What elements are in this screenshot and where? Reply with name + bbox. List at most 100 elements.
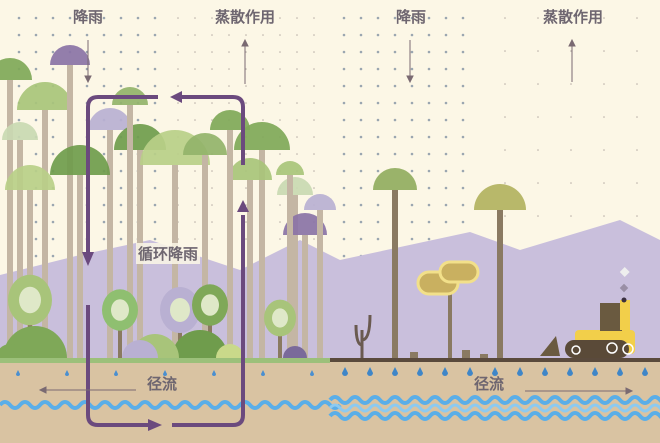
- rain-drop: [359, 33, 363, 37]
- shrub: [216, 344, 244, 358]
- rain-drop: [136, 50, 140, 54]
- rain-drop: [444, 50, 448, 54]
- rain-drop: [570, 149, 572, 151]
- rain-drop: [194, 204, 196, 206]
- tree-trunk: [287, 175, 293, 360]
- rain-drop: [393, 152, 397, 156]
- rain-drop: [313, 153, 315, 155]
- rain-drop: [376, 220, 380, 224]
- rain-drop: [102, 16, 106, 20]
- rain-drop: [102, 33, 106, 37]
- ground-drop: [517, 367, 523, 376]
- rain-drop: [51, 203, 55, 207]
- rain-drop: [504, 182, 506, 184]
- forest-runoff-label: 径流: [146, 375, 178, 393]
- rain-drop: [359, 169, 363, 173]
- rain-drop: [393, 67, 397, 71]
- rain-drop: [279, 238, 281, 240]
- up-arrow-icon: [241, 38, 249, 84]
- rain-drop: [102, 67, 106, 71]
- rain-drop: [102, 50, 106, 54]
- rain-drop: [194, 170, 196, 172]
- rain-drop: [342, 152, 346, 156]
- tree-trunk: [317, 210, 323, 360]
- ground-drop: [342, 367, 348, 376]
- rain-drop: [359, 50, 363, 54]
- rain-drop: [211, 119, 213, 121]
- rain-drop: [296, 17, 298, 19]
- rain-drop: [51, 50, 55, 54]
- rain-drop: [279, 85, 281, 87]
- rain-drop: [194, 119, 196, 121]
- rain-drop: [376, 203, 380, 207]
- rain-drop: [393, 16, 397, 20]
- rain-drop: [427, 50, 431, 54]
- rain-drop: [279, 17, 281, 19]
- bulldozer-icon: [540, 267, 635, 358]
- rain-drop: [34, 118, 38, 122]
- rain-drop: [34, 237, 38, 241]
- rain-drop: [537, 149, 539, 151]
- rain-drop: [136, 118, 140, 122]
- deforested-evapotranspiration-label: 蒸散作用: [542, 8, 604, 26]
- rain-drop: [296, 85, 298, 87]
- ground-drop: [212, 370, 216, 376]
- tree-canopy: [88, 108, 132, 130]
- ground-drops: [16, 367, 648, 376]
- rain-drop: [211, 238, 213, 240]
- rain-drop: [119, 67, 123, 71]
- rain-drop: [102, 203, 106, 207]
- rain-drop: [313, 68, 315, 70]
- rain-drop: [427, 237, 431, 241]
- rain-drop: [427, 16, 431, 20]
- rain-drop: [119, 203, 123, 207]
- rain-drop: [34, 50, 38, 54]
- rain-drop: [393, 84, 397, 88]
- rain-drop: [410, 152, 414, 156]
- rain-drop: [461, 33, 465, 37]
- rain-drop: [194, 51, 196, 53]
- rain-drop: [313, 238, 315, 240]
- rain-drop: [313, 51, 315, 53]
- rain-drop: [245, 17, 247, 19]
- rain-drop: [279, 119, 281, 121]
- rain-drop: [34, 33, 38, 37]
- rain-drop: [102, 186, 106, 190]
- rain-drop: [245, 221, 247, 223]
- rain-drop: [119, 169, 123, 173]
- rain-drop: [194, 68, 196, 70]
- rain-drop: [313, 34, 315, 36]
- rain-drop: [537, 215, 539, 217]
- rain-drop: [211, 17, 213, 19]
- ground-drop: [261, 370, 265, 376]
- tree-canopy: [210, 110, 250, 130]
- tree-trunk: [202, 155, 208, 360]
- rain-drop: [51, 135, 55, 139]
- rain-drop: [194, 17, 196, 19]
- rain-drop: [461, 84, 465, 88]
- rain-drop: [342, 67, 346, 71]
- rain-drop: [51, 118, 55, 122]
- rain-drop: [296, 51, 298, 53]
- rain-drop: [504, 116, 506, 118]
- rain-drop: [444, 220, 448, 224]
- rain-drop: [262, 102, 264, 104]
- rain-drop: [228, 85, 230, 87]
- rain-drop: [461, 16, 465, 20]
- rain-drop: [444, 101, 448, 105]
- rain-drop: [313, 102, 315, 104]
- rain-drop: [245, 51, 247, 53]
- rain-drop: [410, 169, 414, 173]
- rain-drop: [636, 50, 638, 52]
- rain-drop: [342, 203, 346, 207]
- rain-drop: [410, 84, 414, 88]
- rain-drop: [504, 149, 506, 151]
- rain-drop: [461, 67, 465, 71]
- left-arrow-icon: [38, 386, 136, 394]
- rain-drop: [603, 215, 605, 217]
- rain-drop: [393, 135, 397, 139]
- rain-drop: [342, 33, 346, 37]
- rain-drop: [444, 169, 448, 173]
- rain-drop: [85, 33, 89, 37]
- rain-drop: [410, 118, 414, 122]
